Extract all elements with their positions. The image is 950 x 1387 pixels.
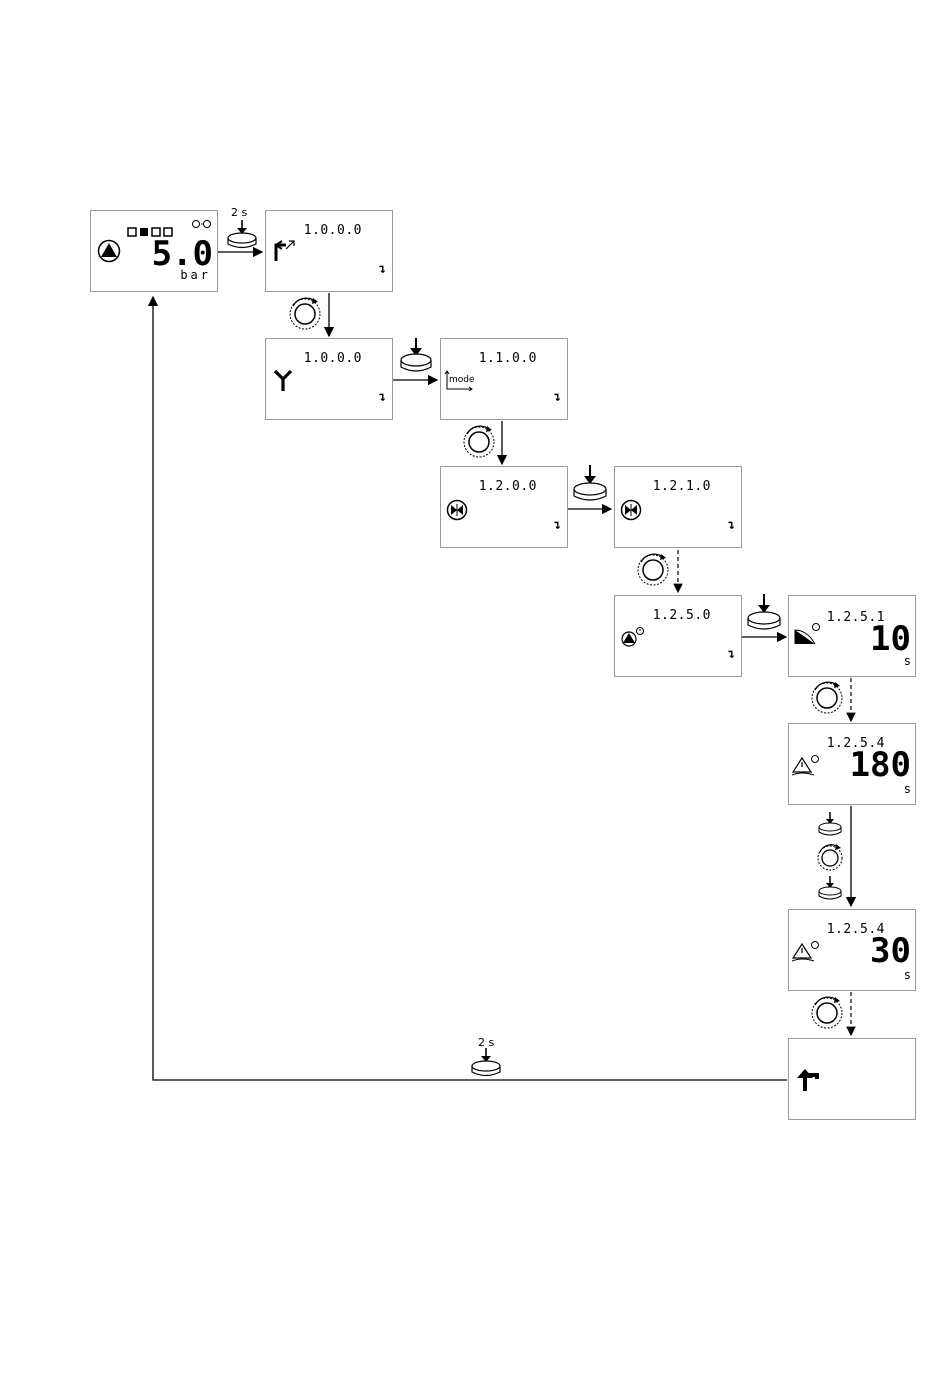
ramp-time-value: 10 (870, 622, 911, 656)
down-mark: ↴ (727, 518, 735, 533)
down-mark: ↴ (378, 390, 386, 405)
push-button-icon (226, 220, 258, 250)
menu-screen-1254-alarm-delay-edited: 1.2.5.4 30 s (788, 909, 916, 991)
alarm-delay-value: 180 (850, 748, 911, 782)
push-button-icon (817, 876, 843, 902)
down-mark: ↴ (378, 262, 386, 277)
menu-screen-1210-bypass: 1.2.1.0 ↴ (614, 466, 742, 548)
bypass-icon (446, 499, 468, 521)
rotary-knob-icon (809, 995, 845, 1031)
menu-screen-1000-branch: 1.0.0.0 ↴ (265, 338, 393, 420)
push-button-icon (817, 812, 843, 838)
menu-code: 1.2.1.0 (653, 479, 711, 494)
pressure-unit: bar (180, 268, 211, 282)
menu-screen-1000-exit: 1.0.0.0 ↴ (265, 210, 393, 292)
pressure-value: 5.0 (152, 237, 213, 271)
ramp-timer-icon (793, 622, 821, 646)
menu-screen-1200-bypass: 1.2.0.0 ↴ (440, 466, 568, 548)
pump-icon (97, 239, 121, 263)
push-button-icon (746, 594, 782, 632)
branch-icon (271, 367, 295, 393)
down-mark: ↴ (553, 390, 561, 405)
indicator-icons (191, 219, 215, 229)
rotary-knob-icon (461, 424, 497, 460)
rotary-knob-icon (809, 680, 845, 716)
push-button-icon (399, 338, 433, 374)
pump-timer-icon (620, 626, 646, 648)
warning-timer-icon (792, 940, 820, 964)
down-mark: ↴ (553, 518, 561, 533)
menu-code: 1.2.0.0 (479, 479, 537, 494)
warning-timer-icon (792, 754, 820, 778)
alarm-delay-value: 30 (870, 934, 911, 968)
alarm-delay-unit: s (904, 782, 911, 796)
return-arrow-icon (795, 1067, 819, 1093)
menu-exit-icon (272, 239, 296, 263)
menu-screen-return (788, 1038, 916, 1120)
push-button-icon (572, 465, 608, 503)
menu-screen-1250-pump-timer: 1.2.5.0 ↴ (614, 595, 742, 677)
rotary-knob-icon (635, 552, 671, 588)
menu-code: 1.0.0.0 (304, 223, 362, 238)
ramp-time-unit: s (904, 654, 911, 668)
menu-code: 1.2.5.0 (653, 608, 711, 623)
menu-code: 1.1.0.0 (479, 351, 537, 366)
main-display-screen: 5.0 bar (90, 210, 218, 292)
menu-screen-1251-ramp: 1.2.5.1 10 s (788, 595, 916, 677)
hold-duration-label: 2 s (231, 206, 247, 219)
rotary-knob-icon (815, 843, 845, 873)
bypass-icon (620, 499, 642, 521)
menu-screen-1254-alarm-delay: 1.2.5.4 180 s (788, 723, 916, 805)
rotary-knob-icon (287, 296, 323, 332)
menu-code: 1.0.0.0 (304, 351, 362, 366)
push-button-icon (470, 1048, 502, 1078)
alarm-delay-unit: s (904, 968, 911, 982)
mode-label: mode (449, 375, 475, 385)
down-mark: ↴ (727, 647, 735, 662)
menu-screen-1100-mode: 1.1.0.0 mode ↴ (440, 338, 568, 420)
